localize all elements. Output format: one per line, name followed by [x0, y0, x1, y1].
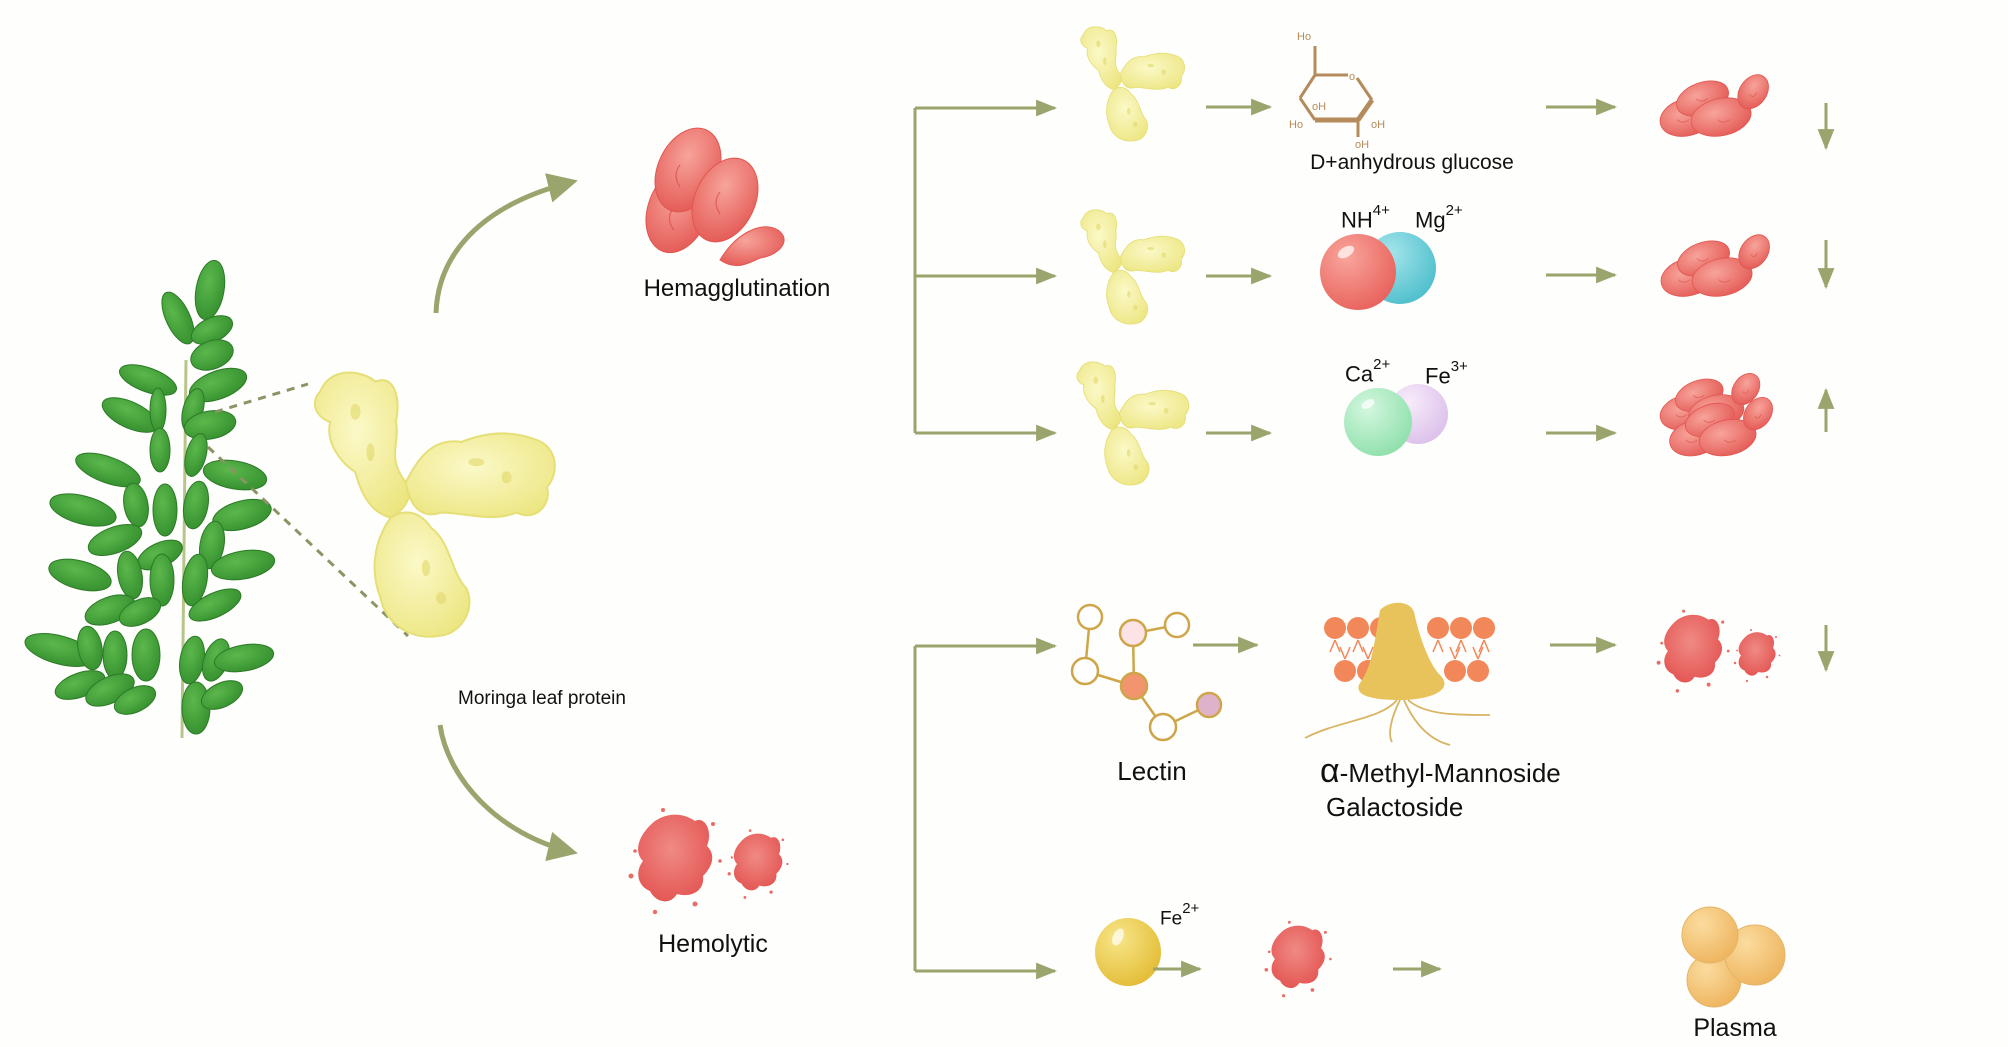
moringa-leaf-protein-label: Moringa leaf protein [458, 688, 626, 709]
mg2-ion-label: Mg2+ [1415, 202, 1463, 233]
protein-structure-icon [1080, 209, 1185, 325]
leaflet [194, 259, 226, 321]
svg-text:oH: oH [1371, 119, 1385, 131]
leaflet [149, 427, 171, 473]
agglutinated-rbc-icon [1656, 232, 1771, 302]
leaflet [123, 482, 149, 528]
lower-bracket [913, 637, 1058, 980]
leaflet [149, 553, 175, 607]
lipid-head [1444, 660, 1466, 682]
leaflet [87, 523, 143, 557]
lipid-head [1334, 660, 1356, 682]
lipid-head [1467, 660, 1489, 682]
leaflet [116, 550, 144, 600]
leaflet [149, 387, 167, 433]
zoom-dashed-lines [206, 382, 410, 638]
lipid-head [1347, 617, 1369, 639]
leaflet [77, 625, 103, 671]
leaflet [75, 452, 141, 488]
leaflet [182, 480, 210, 530]
fe2-ion-icon [1095, 918, 1161, 986]
leaflet [184, 433, 208, 477]
leaflet [183, 409, 237, 441]
protein-structure-icon [1076, 361, 1190, 486]
leaflet [213, 643, 275, 673]
fe2-ion-label: Fe2+ [1160, 900, 1200, 930]
hemolytic-label: Hemolytic [658, 930, 768, 958]
svg-text:oH: oH [1312, 101, 1326, 113]
protein-structure-icon [313, 371, 556, 638]
hemolysed-rbc-icon [1656, 609, 1781, 693]
upper-bracket [913, 99, 1058, 442]
plasma-icon [1681, 906, 1786, 1008]
leaflet [102, 630, 128, 680]
leaflet [210, 549, 276, 581]
membrane-channel-icon [1304, 602, 1495, 746]
fe3-ion-label: Fe3+ [1425, 358, 1468, 389]
svg-text:Ho: Ho [1289, 119, 1303, 131]
row-arrows-col2 [1206, 98, 1273, 442]
leaflet [49, 493, 117, 527]
leaflet [202, 459, 268, 491]
leaflet [181, 553, 209, 607]
row-arrows-col3 [1546, 98, 1618, 442]
protein-structure-icon [1080, 26, 1185, 142]
hemolysed-rbc-icon [628, 808, 789, 915]
hemagglutination-label: Hemagglutination [643, 275, 831, 302]
leaflet [48, 558, 112, 592]
ca-fe-ions-icon [1344, 384, 1448, 456]
leaflet [119, 364, 177, 396]
nh4-mg-ions-icon [1320, 232, 1436, 310]
svg-text:oH: oH [1355, 139, 1369, 151]
curved-arrow-to-hemolytic [437, 724, 578, 862]
methyl-mannoside-label: α-Methyl-Mannoside [1320, 752, 1561, 790]
leaflet [152, 483, 178, 537]
lipid-head [1324, 617, 1346, 639]
lipid-head [1427, 617, 1449, 639]
lipid-head [1450, 617, 1472, 639]
leaflet [161, 291, 195, 345]
svg-text:o: o [1349, 71, 1355, 83]
leaflet [118, 597, 162, 627]
glucose-atom-labels: Ho o oH Ho oH oH [1289, 31, 1385, 151]
dense-agglutinated-rbc-icon [1655, 372, 1774, 461]
leaflet [190, 339, 234, 371]
glucose-label: D+anhydrous glucose [1310, 151, 1514, 174]
agglutinated-rbc-icon [1655, 72, 1770, 142]
lipid-head [1473, 617, 1495, 639]
plasma-label: Plasma [1693, 1014, 1777, 1042]
leaflet [200, 680, 244, 710]
agglutinated-rbc-icon [645, 127, 785, 267]
lectin-label: Lectin [1117, 756, 1187, 786]
lectin-molecule-icon [1070, 603, 1223, 742]
leaflet [131, 628, 161, 682]
leaflet [113, 685, 157, 715]
svg-text:Ho: Ho [1297, 31, 1311, 43]
ca2-ion-label: Ca2+ [1345, 356, 1391, 387]
glucose-structure-icon [1298, 46, 1375, 137]
curved-arrow-to-hemagglutination [433, 173, 578, 314]
hemolysed-rbc-icon [1264, 920, 1332, 998]
galactoside-label: Galactoside [1326, 792, 1464, 822]
nh4-ion-label: NH4+ [1341, 202, 1390, 233]
moringa-leaf-icon [24, 259, 276, 739]
leaflet [188, 588, 242, 622]
